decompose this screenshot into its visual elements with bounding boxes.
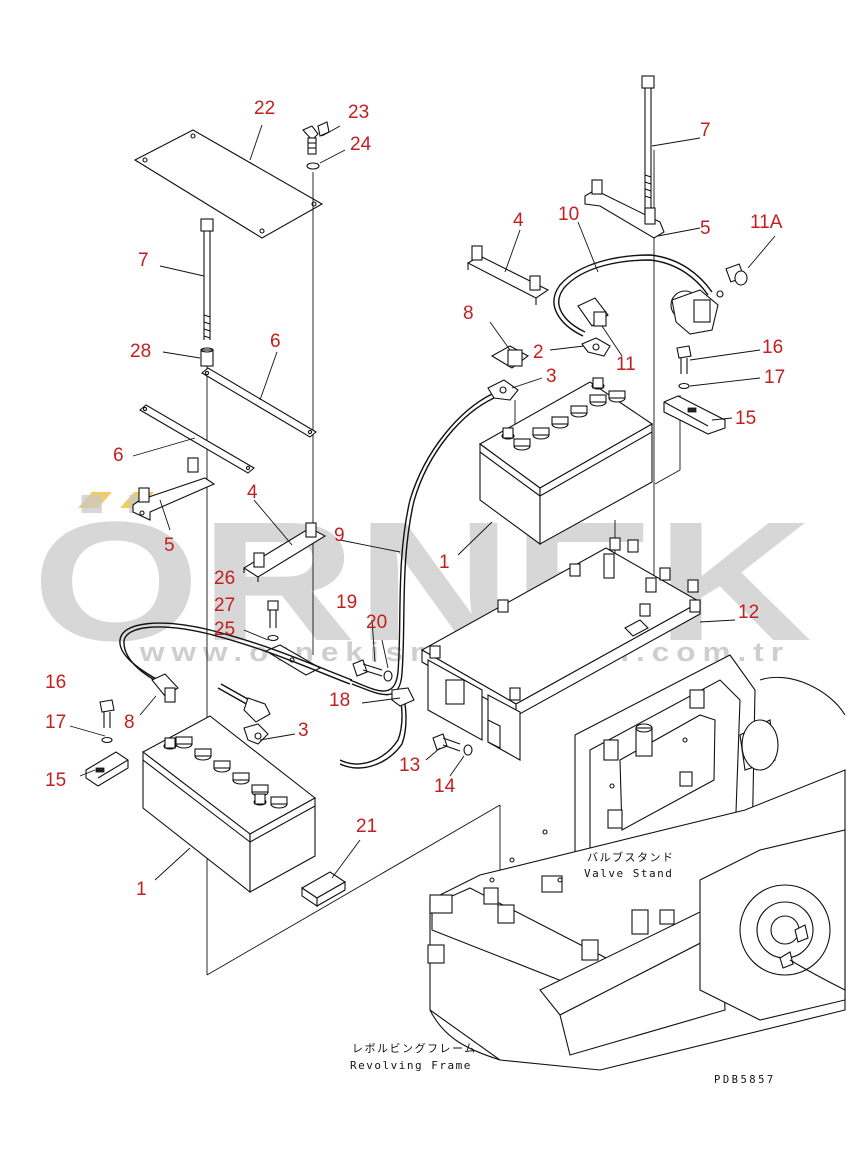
label-part-5-left: 5: [164, 535, 175, 556]
label-part-28: 28: [130, 341, 151, 362]
bolt-small-left: [267, 600, 279, 628]
washer-battery-left: [101, 736, 113, 744]
terminal-right: [577, 297, 609, 327]
label-part-17-right: 17: [764, 367, 785, 388]
label-part-16-right: 16: [762, 337, 783, 358]
label-part-4-right: 4: [513, 210, 524, 231]
washer-battery-right: [678, 382, 690, 390]
ground-cable-left: [119, 622, 353, 703]
label-part-8-left: 8: [124, 712, 135, 733]
label-part-6-lower: 6: [113, 445, 124, 466]
bolt-clamp: [352, 659, 383, 677]
terminal-clamp-right: [487, 379, 519, 401]
battery-stopper-right: [663, 395, 726, 435]
label-part-6-upper: 6: [270, 331, 281, 352]
battery-relay: [670, 289, 724, 335]
label-part-13: 13: [399, 755, 420, 776]
label-part-3-right: 3: [546, 366, 557, 387]
caption-valve-stand-en: Valve Stand: [584, 867, 673, 880]
label-part-4-left: 4: [247, 482, 258, 503]
relay-cable: [553, 254, 713, 337]
watermark-brand: ÖRNEK: [32, 487, 812, 677]
tray-mounting-bracket: [427, 659, 521, 761]
hold-down-bolt-right: [641, 75, 655, 215]
battery-stopper-left: [85, 751, 129, 787]
terminal-cable-left: [217, 683, 271, 745]
label-part-11A: 11A: [750, 212, 783, 233]
label-part-20: 20: [366, 612, 387, 633]
label-part-24: 24: [350, 134, 372, 155]
label-part-1-left: 1: [136, 879, 147, 900]
part-labels: 22 23 24 7 28 6 6 4 5 26 27 25 16 17 8 1…: [45, 98, 785, 900]
label-part-25: 25: [214, 619, 235, 640]
alignment-lines: [206, 150, 681, 976]
wing-nut: [302, 121, 330, 155]
label-part-18: 18: [329, 690, 350, 711]
label-part-8-right: 8: [463, 303, 474, 324]
label-part-22: 22: [254, 98, 275, 119]
bolt-battery-left: [99, 699, 115, 728]
watermark: ÖRNEK www.ornekismakinalari.com.tr: [32, 487, 812, 677]
label-part-3-left: 3: [298, 720, 309, 741]
label-part-15-left: 15: [45, 770, 66, 791]
battery-right: [478, 377, 654, 546]
label-part-10: 10: [558, 204, 579, 225]
label-part-19: 19: [336, 592, 357, 613]
label-part-21: 21: [356, 816, 377, 837]
collar: [200, 347, 214, 367]
bolt-battery-right: [676, 345, 692, 374]
terminal-clamp: [581, 337, 611, 357]
bolt-frame: [432, 733, 461, 752]
label-part-5-right: 5: [700, 218, 711, 239]
label-part-7-left: 7: [138, 250, 149, 271]
washer-left: [267, 634, 279, 642]
washer-frame: [463, 744, 473, 756]
label-part-9: 9: [334, 525, 345, 546]
label-part-7-right: 7: [700, 120, 711, 141]
bracket-right: [584, 179, 665, 239]
caption-valve-stand-jp: バルブスタンド: [587, 850, 675, 864]
hold-down-bolt-left: [200, 218, 214, 340]
spacer-block: [300, 871, 347, 908]
caption-revolving-frame-en: Revolving Frame: [350, 1059, 472, 1072]
battery-left: [141, 715, 316, 894]
label-part-11: 11: [616, 354, 636, 375]
hold-down-bar-lower: [139, 404, 255, 474]
battery-cable: [339, 393, 495, 769]
label-part-14: 14: [434, 776, 456, 797]
label-part-26: 26: [214, 568, 235, 589]
revolving-frame: [427, 769, 846, 1071]
battery-holder-right: [466, 245, 550, 305]
caption-revolving-frame-jp: レボルビングフレーム: [352, 1041, 477, 1055]
label-part-27: 27: [214, 595, 235, 616]
label-part-1-right: 1: [439, 552, 450, 573]
washer-clamp: [383, 670, 393, 682]
label-part-2: 2: [533, 342, 544, 363]
hold-down-bar-upper: [201, 367, 317, 438]
battery-cover-plate: [133, 129, 324, 239]
label-part-12: 12: [738, 602, 759, 623]
relay-cap: [725, 263, 748, 286]
terminal-cover: [490, 345, 530, 369]
bracket-left: [132, 457, 216, 521]
battery-holder-left: [242, 522, 327, 582]
drawing-code: PDB5857: [714, 1074, 776, 1086]
captions: バルブスタンド Valve Stand レボルビングフレーム Revolving…: [350, 850, 776, 1086]
label-part-23: 23: [348, 102, 369, 123]
label-part-16-left: 16: [45, 672, 66, 693]
leader-lines: [69, 124, 776, 881]
label-part-15-right: 15: [735, 408, 756, 429]
washer: [306, 162, 320, 170]
label-part-17-left: 17: [45, 712, 66, 733]
